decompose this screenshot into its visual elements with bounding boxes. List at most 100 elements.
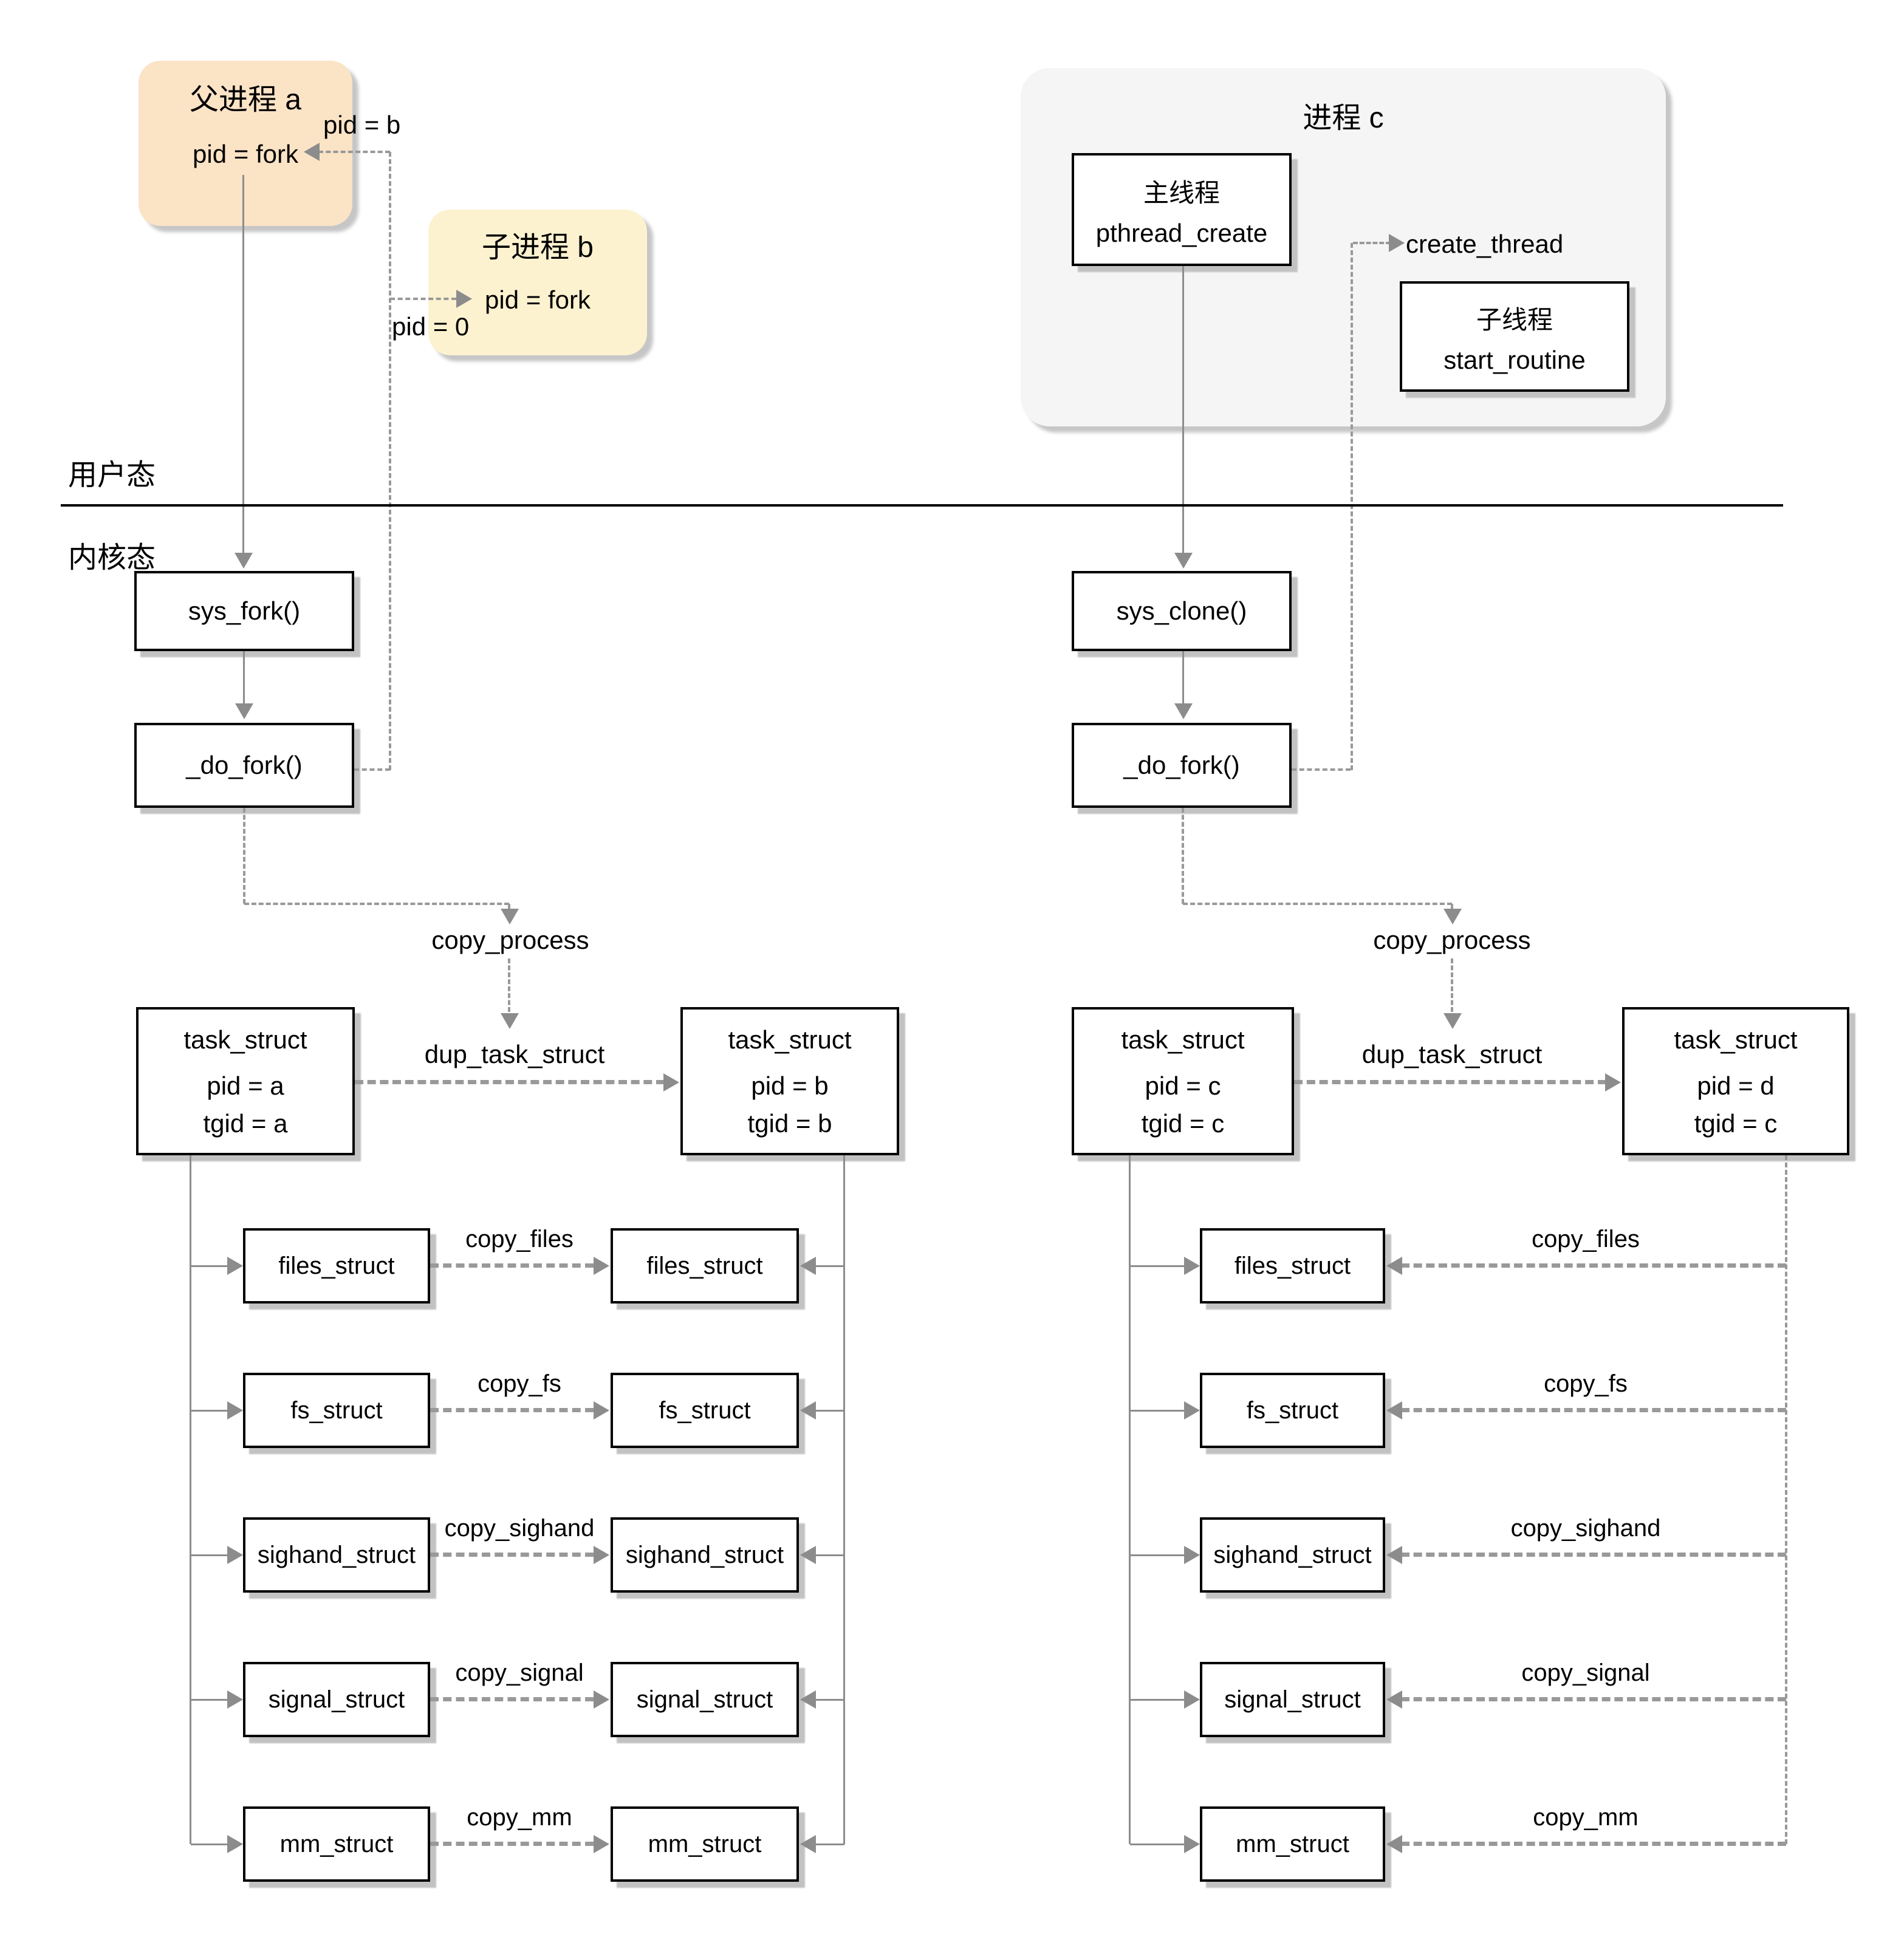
task-struct-c-box: task_struct pid = c tgid = c [1072, 1007, 1294, 1155]
branch-line [191, 1410, 227, 1412]
branch-line [815, 1265, 844, 1267]
sys-clone-box: sys_clone() [1072, 571, 1292, 651]
files-struct-c-box: files_struct [1200, 1228, 1385, 1304]
branch-arrowhead [800, 1546, 816, 1564]
create-thread-dashed-line [1353, 242, 1391, 244]
task-struct-a-pid: pid = a [207, 1071, 284, 1100]
signal-struct-c-box: signal_struct [1200, 1662, 1385, 1737]
fs-struct-b-label: fs_struct [659, 1396, 751, 1424]
copy-sighand-right-arrowhead [1386, 1546, 1402, 1564]
dofork-right-across-dashed [1183, 903, 1452, 905]
create-thread-arrowhead [1389, 234, 1405, 252]
branch-line [815, 1410, 844, 1412]
copy-fs-left-arrowhead [594, 1401, 609, 1420]
copy-files-right-dashed [1401, 1263, 1786, 1268]
mainthread-to-sysclone-arrowhead [1174, 553, 1193, 569]
copy-fs-left-dashed [430, 1408, 594, 1412]
user-mode-label: 用户态 [68, 459, 156, 491]
task-struct-b-box: task_struct pid = b tgid = b [680, 1007, 899, 1155]
task-struct-d-tgid: tgid = c [1694, 1109, 1778, 1138]
sub-thread-box: 子线程 start_routine [1400, 281, 1629, 392]
branch-line [191, 1699, 227, 1701]
return-to-parent-arrowhead [304, 143, 320, 161]
copyprocess-left-in-dashed [508, 904, 510, 910]
task-struct-c-pid: pid = c [1145, 1071, 1221, 1100]
branch-arrowhead [1184, 1546, 1200, 1564]
sub-thread-body: start_routine [1443, 346, 1586, 374]
copyprocess-right-arrowhead [1443, 909, 1462, 924]
copy-mm-left-label: copy_mm [467, 1804, 572, 1831]
branch-arrowhead [1184, 1835, 1200, 1853]
fs-struct-c-box: fs_struct [1200, 1373, 1385, 1448]
dofork-left-across-dashed [244, 903, 509, 905]
branch-arrowhead [227, 1257, 243, 1275]
task-struct-b-pid: pid = b [751, 1071, 829, 1100]
main-thread-body: pthread_create [1095, 219, 1268, 247]
task-struct-b-tgid: tgid = b [747, 1109, 832, 1138]
create-thread-label: create_thread [1406, 230, 1564, 258]
pid-0-label: pid = 0 [392, 312, 470, 341]
copy-signal-right-dashed [1401, 1697, 1786, 1701]
mm-struct-b-label: mm_struct [648, 1830, 762, 1857]
branch-line [815, 1554, 844, 1556]
task-d-members-dashed [1785, 1155, 1787, 1844]
copy-mm-left-dashed [430, 1842, 594, 1846]
signal-struct-a-label: signal_struct [268, 1686, 405, 1713]
kernel-mode-label: 内核态 [68, 542, 156, 574]
branch-line [1130, 1843, 1184, 1845]
mm-struct-c-label: mm_struct [1236, 1830, 1349, 1857]
task-struct-c-tgid: tgid = c [1141, 1109, 1225, 1138]
child-process-box: 子进程 b pid = fork [428, 210, 647, 355]
sighand-struct-b-label: sighand_struct [625, 1541, 784, 1568]
do-fork-left-label: _do_fork() [186, 751, 303, 779]
branch-arrowhead [1184, 1401, 1200, 1420]
do-fork-left-box: _do_fork() [134, 723, 354, 808]
sysfork-to-dofork-arrowhead [235, 703, 253, 719]
signal-struct-b-box: signal_struct [611, 1662, 799, 1737]
task-struct-a-tgid: tgid = a [203, 1109, 288, 1138]
child-process-title: 子进程 b [481, 231, 594, 264]
sysclone-to-dofork-line [1182, 651, 1184, 703]
branch-line [191, 1265, 227, 1267]
copy-sighand-left-dashed [430, 1553, 594, 1557]
branch-line [1130, 1410, 1184, 1412]
branch-line [191, 1843, 227, 1845]
sys-clone-label: sys_clone() [1116, 596, 1247, 625]
copy-mm-left-arrowhead [594, 1835, 609, 1853]
parent-process-box: 父进程 a pid = fork [139, 61, 352, 226]
branch-line [815, 1699, 844, 1701]
fs-struct-a-label: fs_struct [290, 1396, 383, 1424]
fs-struct-b-box: fs_struct [611, 1373, 799, 1448]
parent-process-body: pid = fork [193, 140, 298, 168]
sysclone-to-dofork-arrowhead [1174, 703, 1193, 719]
dup-task-a-to-b-dashed [355, 1080, 665, 1084]
copy-sighand-right-dashed [1401, 1553, 1786, 1557]
copy-files-left-dashed [430, 1263, 594, 1268]
signal-struct-b-label: signal_struct [636, 1686, 773, 1713]
copy-fs-right-dashed [1401, 1408, 1786, 1412]
copy-sighand-left-arrowhead [594, 1546, 609, 1564]
copy-sighand-left-label: copy_sighand [444, 1515, 595, 1542]
copy-files-right-label: copy_files [1532, 1226, 1640, 1252]
copy-sighand-right-label: copy_sighand [1510, 1515, 1661, 1542]
do-fork-right-label: _do_fork() [1123, 751, 1240, 779]
mm-struct-a-box: mm_struct [243, 1806, 430, 1882]
copy-signal-right-arrowhead [1386, 1690, 1402, 1709]
dofork-left-return-stub [354, 768, 390, 771]
dup-task-c-to-d-arrowhead [1605, 1073, 1621, 1092]
sighand-struct-a-box: sighand_struct [243, 1517, 430, 1593]
sighand-struct-a-label: sighand_struct [257, 1541, 416, 1568]
task-struct-a-title: task_struct [183, 1025, 307, 1054]
duptask-right-arrowhead [1443, 1013, 1462, 1029]
files-struct-a-label: files_struct [278, 1252, 395, 1279]
do-fork-right-box: _do_fork() [1072, 723, 1292, 808]
signal-struct-a-box: signal_struct [243, 1662, 430, 1737]
branch-arrowhead [227, 1835, 243, 1853]
task-b-members-line [843, 1155, 845, 1844]
process-c-title: 进程 c [1303, 102, 1384, 134]
return-to-child-arrowhead [456, 290, 472, 308]
branch-arrowhead [227, 1546, 243, 1564]
clone-return-dashed-vertical [1351, 243, 1353, 770]
copyprocess-right-in-dashed [1451, 904, 1453, 910]
